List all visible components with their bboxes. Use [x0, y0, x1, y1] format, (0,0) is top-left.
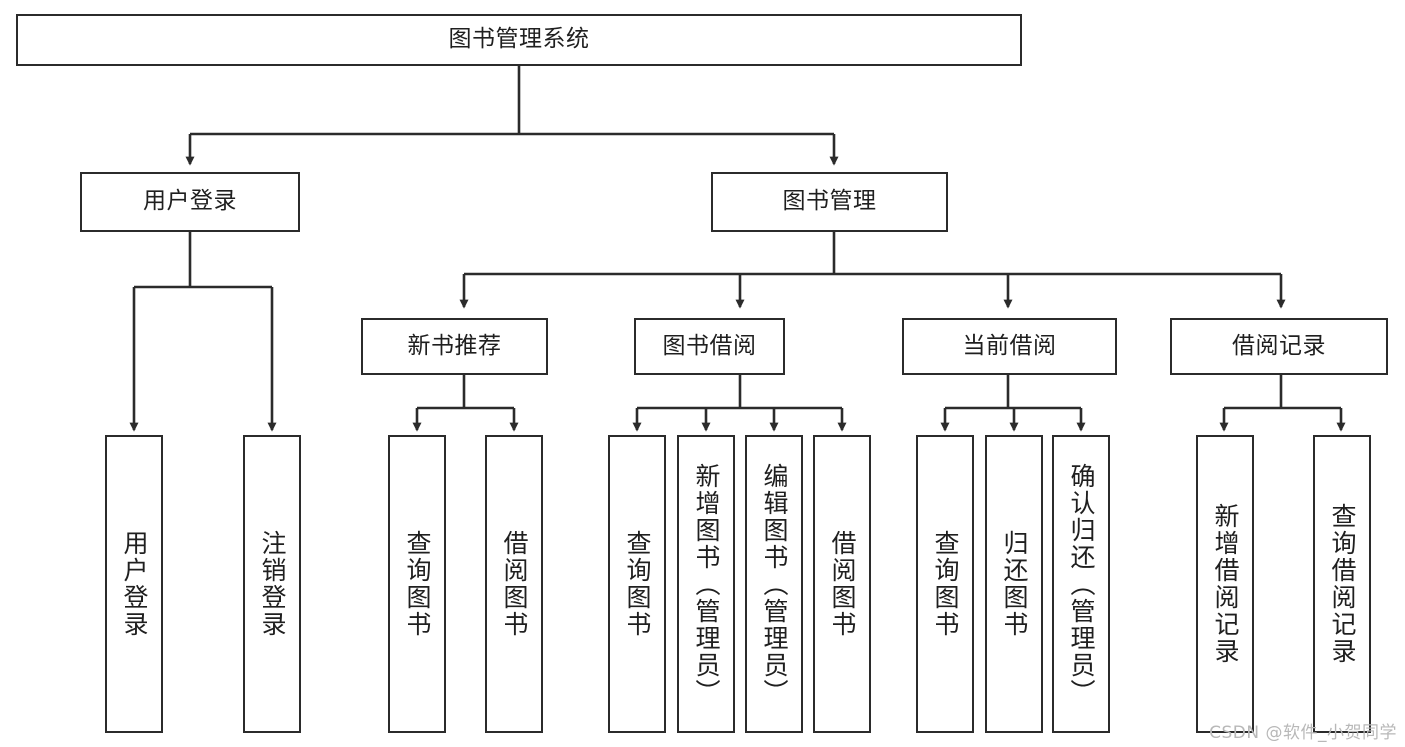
leaf-current-confirm-return[interactable]: 确认归还（管理员）	[1052, 435, 1110, 733]
leaf-record-query[interactable]: 查询借阅记录	[1313, 435, 1371, 733]
leaf-current-return[interactable]: 归还图书	[985, 435, 1043, 733]
leaf-borrow-add-book[interactable]: 新增图书（管理员）	[677, 435, 735, 733]
leaf-user-logout[interactable]: 注销登录	[243, 435, 301, 733]
node-book-management[interactable]: 图书管理	[711, 172, 948, 232]
leaf-current-query-label: 查询图书	[931, 530, 960, 638]
leaf-borrow-query[interactable]: 查询图书	[608, 435, 666, 733]
node-root-label: 图书管理系统	[448, 26, 590, 53]
node-book-borrow[interactable]: 图书借阅	[634, 318, 785, 375]
leaf-user-login[interactable]: 用户登录	[105, 435, 163, 733]
leaf-borrow-edit-book[interactable]: 编辑图书（管理员）	[745, 435, 803, 733]
node-current-borrow[interactable]: 当前借阅	[902, 318, 1117, 375]
leaf-current-return-label: 归还图书	[1000, 530, 1029, 638]
leaf-record-add[interactable]: 新增借阅记录	[1196, 435, 1254, 733]
node-borrow-record-label: 借阅记录	[1232, 332, 1326, 359]
node-user-login[interactable]: 用户登录	[80, 172, 300, 232]
node-new-book-recommend[interactable]: 新书推荐	[361, 318, 548, 375]
leaf-newbook-borrow[interactable]: 借阅图书	[485, 435, 543, 733]
leaf-current-confirm-return-label: 确认归还（管理员）	[1067, 462, 1096, 706]
watermark: CSDN @软件_小贺同学	[1209, 723, 1397, 743]
leaf-newbook-query[interactable]: 查询图书	[388, 435, 446, 733]
node-borrow-record[interactable]: 借阅记录	[1170, 318, 1388, 375]
node-root[interactable]: 图书管理系统	[16, 14, 1022, 66]
leaf-borrow-lend-book-label: 借阅图书	[828, 530, 857, 638]
leaf-borrow-edit-book-label: 编辑图书（管理员）	[760, 462, 789, 706]
leaf-current-query[interactable]: 查询图书	[916, 435, 974, 733]
leaf-borrow-lend-book[interactable]: 借阅图书	[813, 435, 871, 733]
leaf-user-logout-label: 注销登录	[258, 530, 287, 638]
node-new-book-recommend-label: 新书推荐	[407, 332, 502, 359]
node-book-borrow-label: 图书借阅	[662, 332, 757, 359]
leaf-user-login-label: 用户登录	[120, 530, 149, 638]
node-current-borrow-label: 当前借阅	[962, 332, 1057, 359]
node-user-login-label: 用户登录	[143, 188, 237, 215]
leaf-newbook-borrow-label: 借阅图书	[500, 530, 529, 638]
leaf-borrow-add-book-label: 新增图书（管理员）	[692, 462, 721, 706]
node-book-management-label: 图书管理	[782, 188, 877, 215]
leaf-newbook-query-label: 查询图书	[403, 530, 432, 638]
leaf-record-add-label: 新增借阅记录	[1211, 503, 1240, 665]
leaf-borrow-query-label: 查询图书	[623, 530, 652, 638]
leaf-record-query-label: 查询借阅记录	[1328, 503, 1357, 665]
